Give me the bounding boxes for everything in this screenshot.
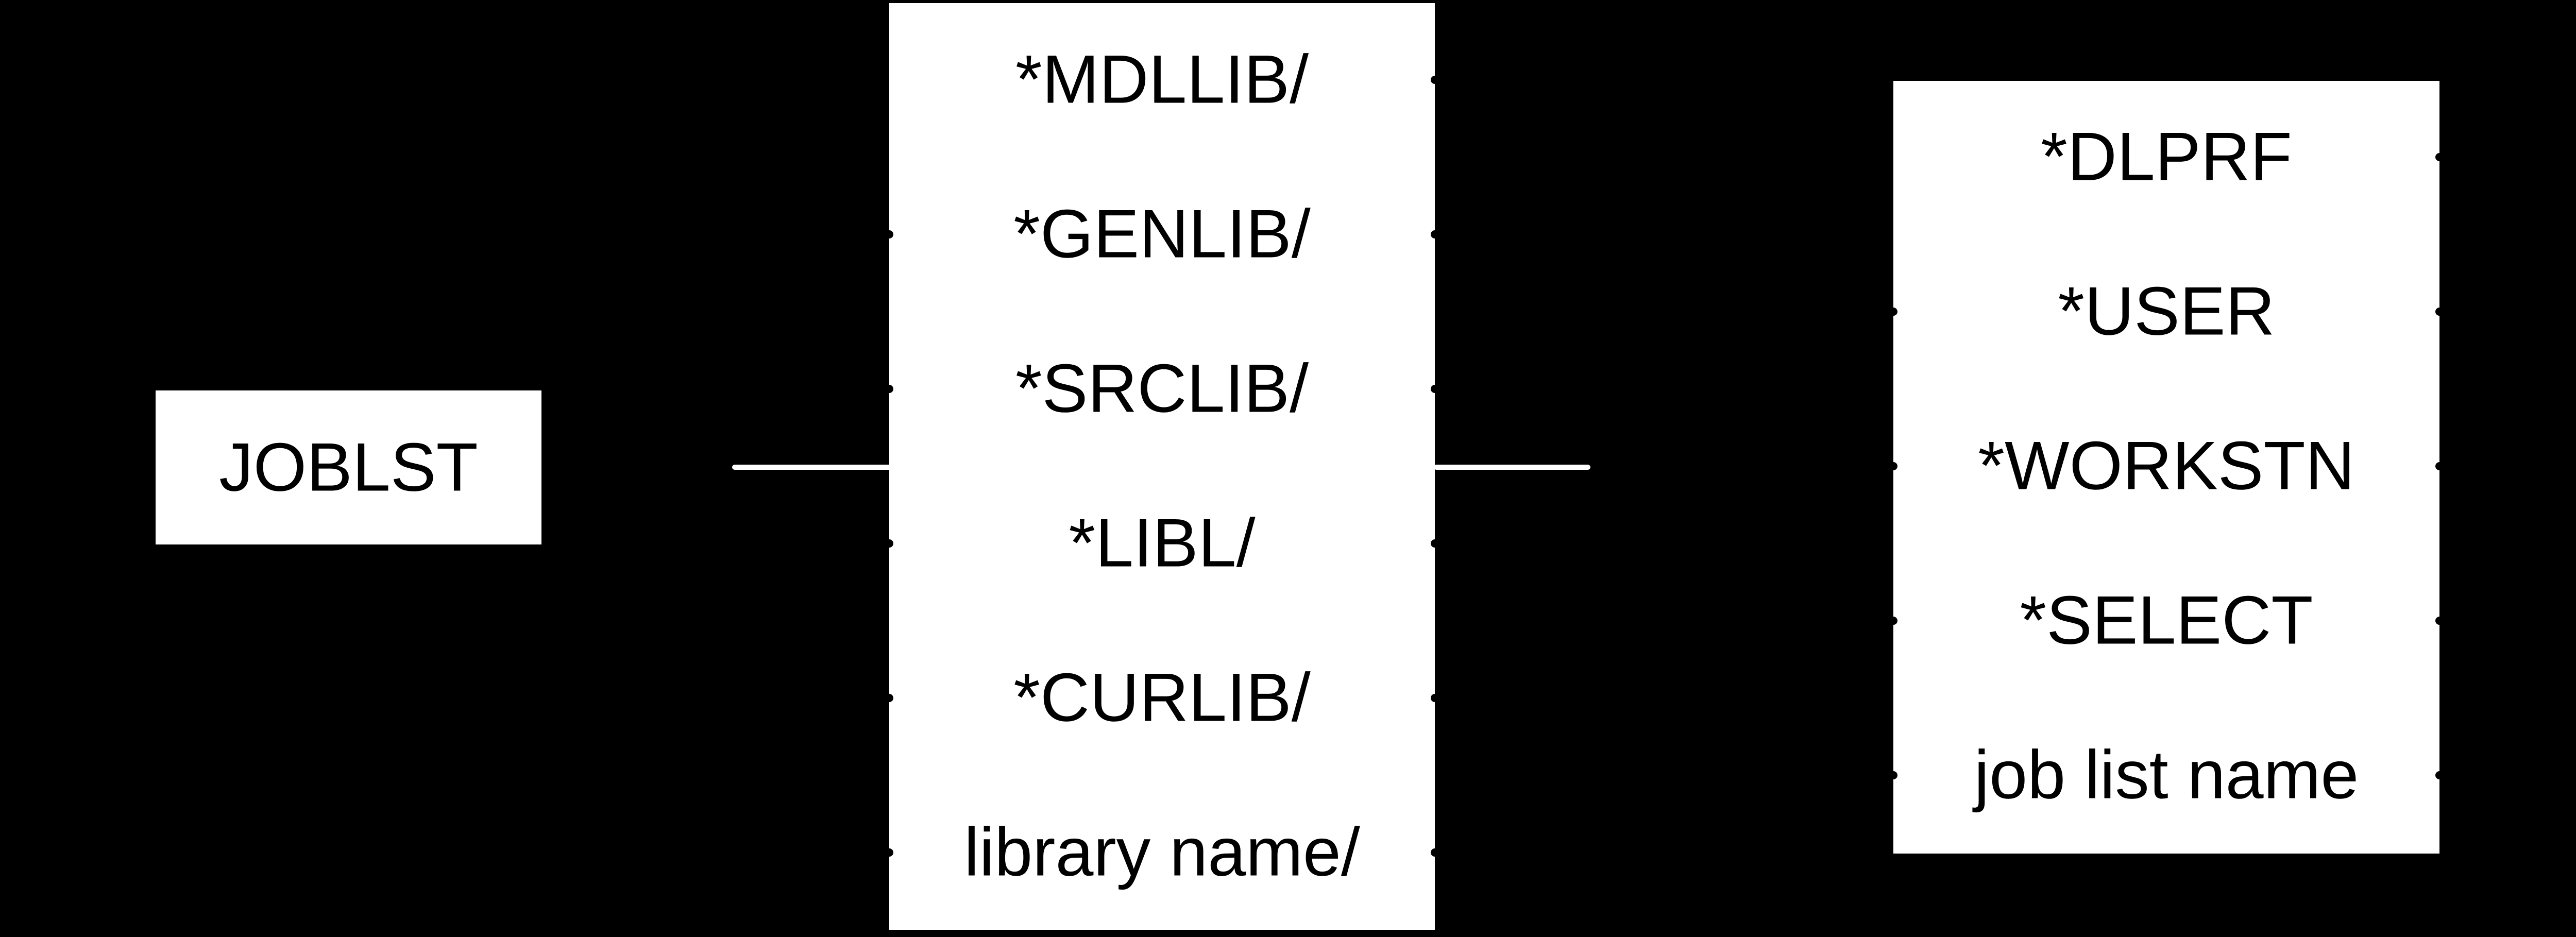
- option-label: *DLPRF: [2041, 118, 2292, 195]
- tick-mark: [1431, 848, 1439, 857]
- tick-mark: [2435, 617, 2444, 625]
- tick-mark: [2435, 462, 2444, 470]
- tick-mark: [1889, 771, 1897, 779]
- tick-mark: [885, 848, 893, 857]
- tick-mark: [1431, 694, 1439, 702]
- option-label: library name/: [964, 814, 1360, 891]
- tick-mark: [1431, 76, 1439, 84]
- command-keyword-box: JOBLST: [156, 390, 541, 544]
- connector-line-left: [732, 465, 893, 470]
- tick-mark: [885, 230, 893, 238]
- command-keyword-label: JOBLST: [219, 429, 478, 505]
- tick-mark: [885, 385, 893, 393]
- option-label: *MDLLIB/: [1015, 41, 1309, 118]
- tick-mark: [1889, 308, 1897, 316]
- tick-mark: [2435, 771, 2444, 779]
- tick-mark: [1431, 539, 1439, 548]
- tick-mark: [885, 539, 893, 548]
- option-label: *SRCLIB/: [1015, 350, 1309, 427]
- tick-mark: [1889, 617, 1897, 625]
- library-qualifier-options-box: *MDLLIB/ *GENLIB/ *SRCLIB/ *LIBL/ *CURLI…: [885, 3, 1439, 930]
- tick-mark: [1431, 385, 1439, 393]
- tick-mark: [885, 694, 893, 702]
- job-list-options-box: *DLPRF *USER *WORKSTN *SELECT job list n…: [1889, 81, 2444, 854]
- connector-line-right: [1434, 465, 1590, 470]
- option-label: *SELECT: [2020, 582, 2313, 659]
- option-label: *LIBL/: [1069, 505, 1256, 582]
- option-label: *WORKSTN: [1978, 428, 2355, 504]
- tick-mark: [2435, 308, 2444, 316]
- option-label: *USER: [2058, 273, 2275, 350]
- tick-mark: [1889, 462, 1897, 470]
- option-label: job list name: [1974, 737, 2359, 813]
- option-label: *CURLIB/: [1013, 659, 1311, 736]
- option-label: *GENLIB/: [1013, 196, 1311, 272]
- tick-mark: [2435, 153, 2444, 161]
- tick-mark: [1431, 230, 1439, 238]
